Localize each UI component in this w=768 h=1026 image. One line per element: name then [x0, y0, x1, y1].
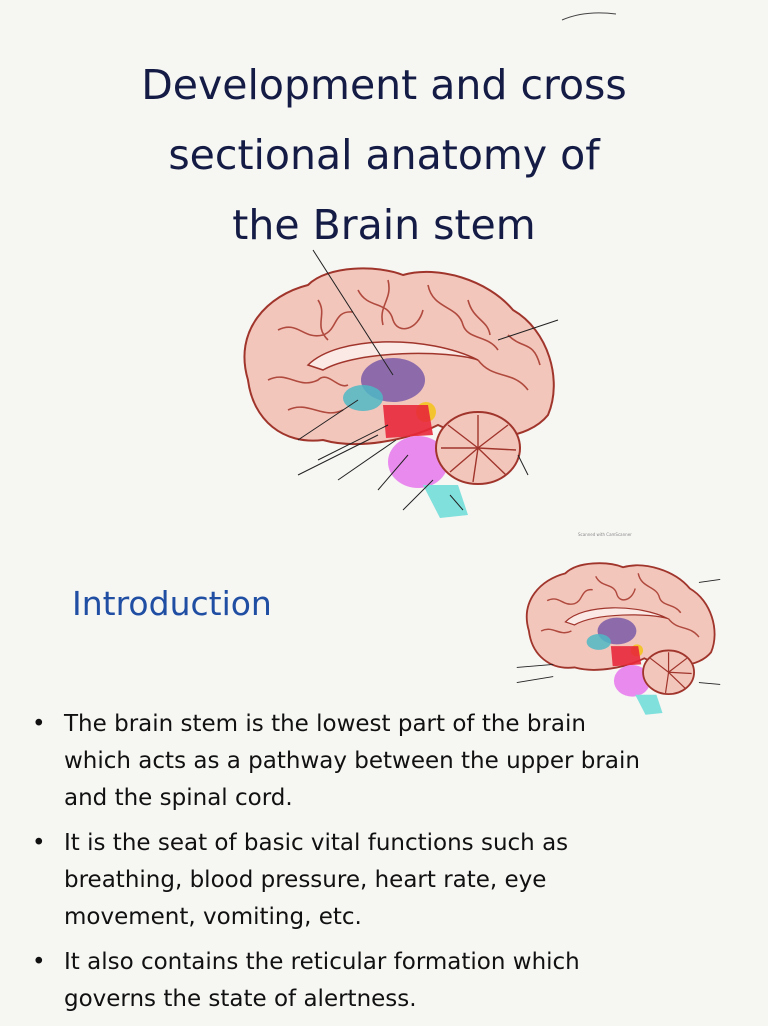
pons — [388, 436, 448, 488]
scan-watermark: Scanned with CamScanner — [578, 532, 632, 537]
midbrain — [383, 405, 433, 438]
brain-diagram-small — [516, 562, 721, 715]
corpus-callosum — [306, 341, 479, 371]
bullet-item: It also contains the reticular formation… — [30, 944, 650, 1018]
label-lines — [297, 249, 559, 511]
title-line-3: the Brain stem — [232, 201, 536, 249]
bullet-item: It is the seat of basic vital functions … — [30, 825, 650, 936]
margin-mark — [561, 12, 617, 21]
page-title: Development and cross sectional anatomy … — [0, 50, 768, 260]
slide-title: Development and cross sectional anatomy … — [0, 50, 768, 260]
cerebellum-folia — [441, 415, 517, 483]
title-line-2: sectional anatomy of — [168, 131, 600, 179]
bullet-item: The brain stem is the lowest part of the… — [30, 706, 650, 817]
title-line-1: Development and cross — [141, 61, 627, 109]
hypothalamus — [343, 385, 383, 411]
medulla — [423, 485, 468, 518]
brain-diagram-large — [243, 249, 559, 518]
gyri-lines — [267, 279, 541, 414]
intro-bullets: The brain stem is the lowest part of the… — [30, 706, 650, 1026]
intro-heading: Introduction — [72, 584, 272, 623]
